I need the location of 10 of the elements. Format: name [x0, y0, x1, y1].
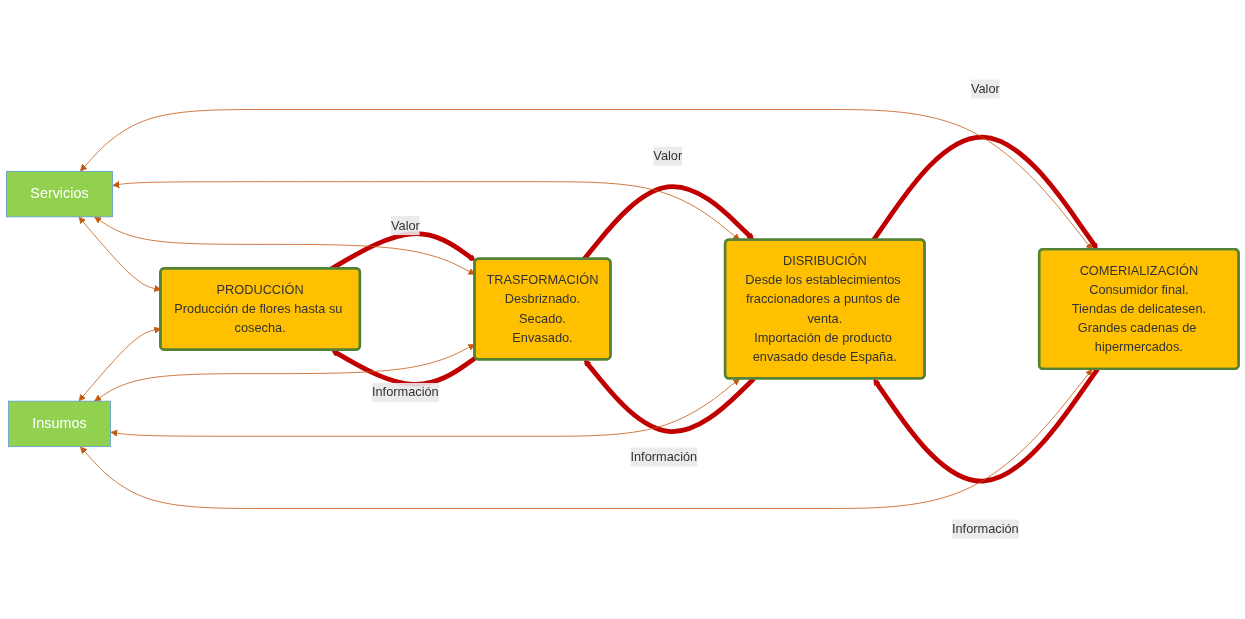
edge-label: Valor: [390, 218, 420, 233]
node-box: [6, 171, 113, 218]
edge-label: Valor: [970, 82, 1000, 96]
edge-label: Información: [371, 385, 439, 400]
edge-label: Información: [951, 522, 1019, 536]
flow-diagram: Valor Valor Valor Información Información Información Servicios PRODUCCIÓN Producción de flores hasta su cosecha. TRASFORMACIÓN Desbriznado. Secado. Envasado. DISRIBUCIÓN Desde los establecimientos fraccionadores a puntos de venta. Importación de producto envasado desde España. COMERIALIZACIÓN Consumidor final. Tiendas de delicatesen. Grandes cadenas de hipermercados. Insumos: [0, 73, 1245, 546]
node-box: [8, 401, 111, 448]
arrow: [583, 359, 756, 435]
edge-label: Valor: [653, 149, 683, 164]
edge-label: Información: [630, 450, 698, 464]
